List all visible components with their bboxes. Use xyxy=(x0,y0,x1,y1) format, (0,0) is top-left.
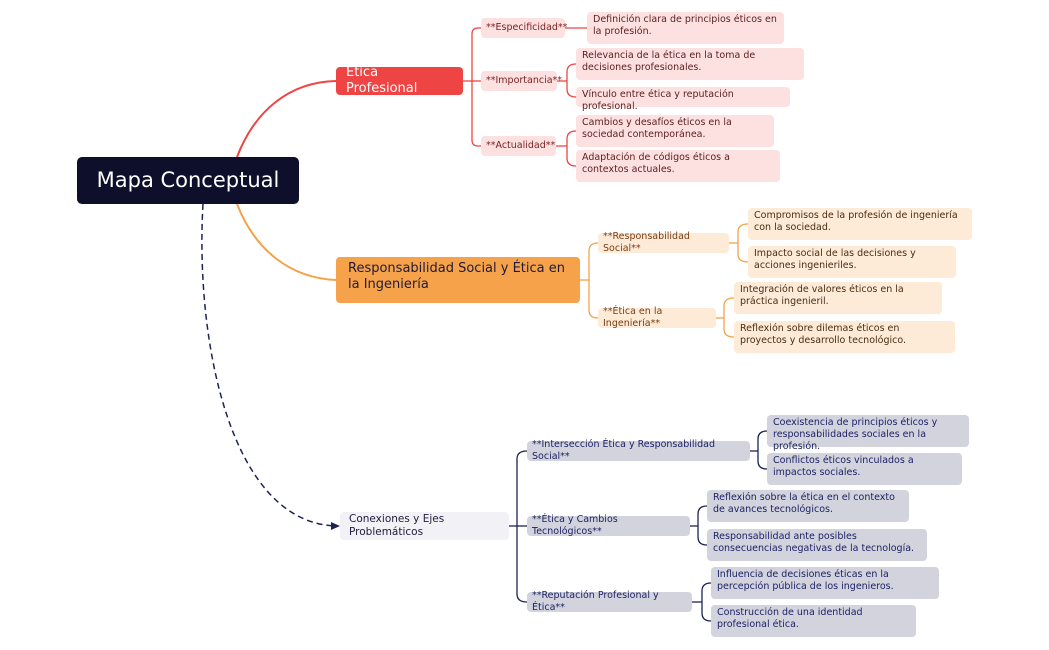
leaf-node[interactable]: Reflexión sobre la ética en el contexto … xyxy=(707,490,909,522)
root-node[interactable]: Mapa Conceptual xyxy=(77,157,299,204)
leaf-node[interactable]: Reflexión sobre dilemas éticos en proyec… xyxy=(734,321,955,353)
leaf-text: Vínculo entre ética y reputación profesi… xyxy=(582,89,734,112)
leaf-text: Conflictos éticos vinculados a impactos … xyxy=(773,455,914,478)
sub-label: **Especificidad** xyxy=(486,22,568,34)
leaf-text: Reflexión sobre la ética en el contexto … xyxy=(713,492,895,515)
sub-label: **Importancia** xyxy=(486,75,563,87)
branch-label: Conexiones y Ejes Problemáticos xyxy=(349,512,445,538)
sub-label: **Ética en la Ingeniería** xyxy=(603,306,663,329)
leaf-node[interactable]: Adaptación de códigos éticos a contextos… xyxy=(576,150,780,182)
leaf-text: Integración de valores éticos en la prác… xyxy=(740,284,904,307)
connector-root-branch-3 xyxy=(201,203,339,527)
sub-label: **Ética y Cambios Tecnológicos** xyxy=(532,514,618,537)
leaf-node[interactable]: Responsabilidad ante posibles consecuenc… xyxy=(707,529,927,561)
leaf-node[interactable]: Conflictos éticos vinculados a impactos … xyxy=(767,453,962,485)
leaf-text: Influencia de decisiones éticas en la pe… xyxy=(717,569,894,592)
leaf-text: Adaptación de códigos éticos a contextos… xyxy=(582,152,730,175)
leaf-node[interactable]: Definición clara de principios éticos en… xyxy=(587,12,784,44)
sub-label: **Intersección Ética y Responsabilidad S… xyxy=(532,439,716,462)
sub-label: **Reputación Profesional y Ética** xyxy=(532,590,659,613)
branch-etica-profesional[interactable]: Ética Profesional xyxy=(336,64,463,96)
sub-label: **Responsabilidad Social** xyxy=(603,231,690,254)
sub-interseccion-etica-responsabilidad[interactable]: **Intersección Ética y Responsabilidad S… xyxy=(527,439,750,462)
leaf-node[interactable]: Cambios y desafíos éticos en la sociedad… xyxy=(576,115,774,147)
leaf-text: Compromisos de la profesión de ingenierí… xyxy=(754,210,958,233)
branch-label: Ética Profesional xyxy=(346,64,418,96)
leaf-text: Coexistencia de principios éticos y resp… xyxy=(773,417,938,452)
sub-responsabilidad-social[interactable]: **Responsabilidad Social** xyxy=(598,231,729,254)
leaf-node[interactable]: Construcción de una identidad profesiona… xyxy=(711,605,916,637)
sub-etica-ingenieria[interactable]: **Ética en la Ingeniería** xyxy=(598,306,716,329)
branch-label: Responsabilidad Social y Ética en la Ing… xyxy=(348,261,566,293)
root-label: Mapa Conceptual xyxy=(96,168,280,193)
leaf-node[interactable]: Compromisos de la profesión de ingenierí… xyxy=(748,208,972,240)
connector-root-branch-1 xyxy=(236,80,337,158)
leaf-text: Cambios y desafíos éticos en la sociedad… xyxy=(582,117,732,140)
connector-root-branch-2 xyxy=(236,203,337,281)
leaf-node[interactable]: Influencia de decisiones éticas en la pe… xyxy=(711,567,939,599)
sub-label: **Actualidad** xyxy=(486,140,556,152)
leaf-text: Construcción de una identidad profesiona… xyxy=(717,607,863,630)
sub-reputacion-profesional-etica[interactable]: **Reputación Profesional y Ética** xyxy=(527,590,692,613)
connector-arrow-head xyxy=(331,522,340,530)
leaf-text: Impacto social de las decisiones y accio… xyxy=(754,248,916,271)
branch-conexiones-ejes[interactable]: Conexiones y Ejes Problemáticos xyxy=(340,512,509,540)
branch-responsabilidad-social-etica[interactable]: Responsabilidad Social y Ética en la Ing… xyxy=(336,257,580,303)
leaf-text: Responsabilidad ante posibles consecuenc… xyxy=(713,531,915,554)
leaf-text: Relevancia de la ética en la toma de dec… xyxy=(582,50,756,73)
sub-especificidad[interactable]: **Especificidad** xyxy=(481,18,568,38)
sub-importancia[interactable]: **Importancia** xyxy=(481,71,562,91)
leaf-text: Reflexión sobre dilemas éticos en proyec… xyxy=(740,323,907,346)
leaf-node[interactable]: Integración de valores éticos en la prác… xyxy=(734,282,942,314)
leaf-node[interactable]: Impacto social de las decisiones y accio… xyxy=(748,246,956,278)
leaf-node[interactable]: Coexistencia de principios éticos y resp… xyxy=(767,415,969,452)
sub-actualidad[interactable]: **Actualidad** xyxy=(481,136,556,156)
leaf-node[interactable]: Relevancia de la ética en la toma de dec… xyxy=(576,48,804,80)
leaf-text: Definición clara de principios éticos en… xyxy=(593,14,777,37)
sub-etica-cambios-tecnologicos[interactable]: **Ética y Cambios Tecnológicos** xyxy=(527,514,690,537)
leaf-node[interactable]: Vínculo entre ética y reputación profesi… xyxy=(576,87,790,112)
